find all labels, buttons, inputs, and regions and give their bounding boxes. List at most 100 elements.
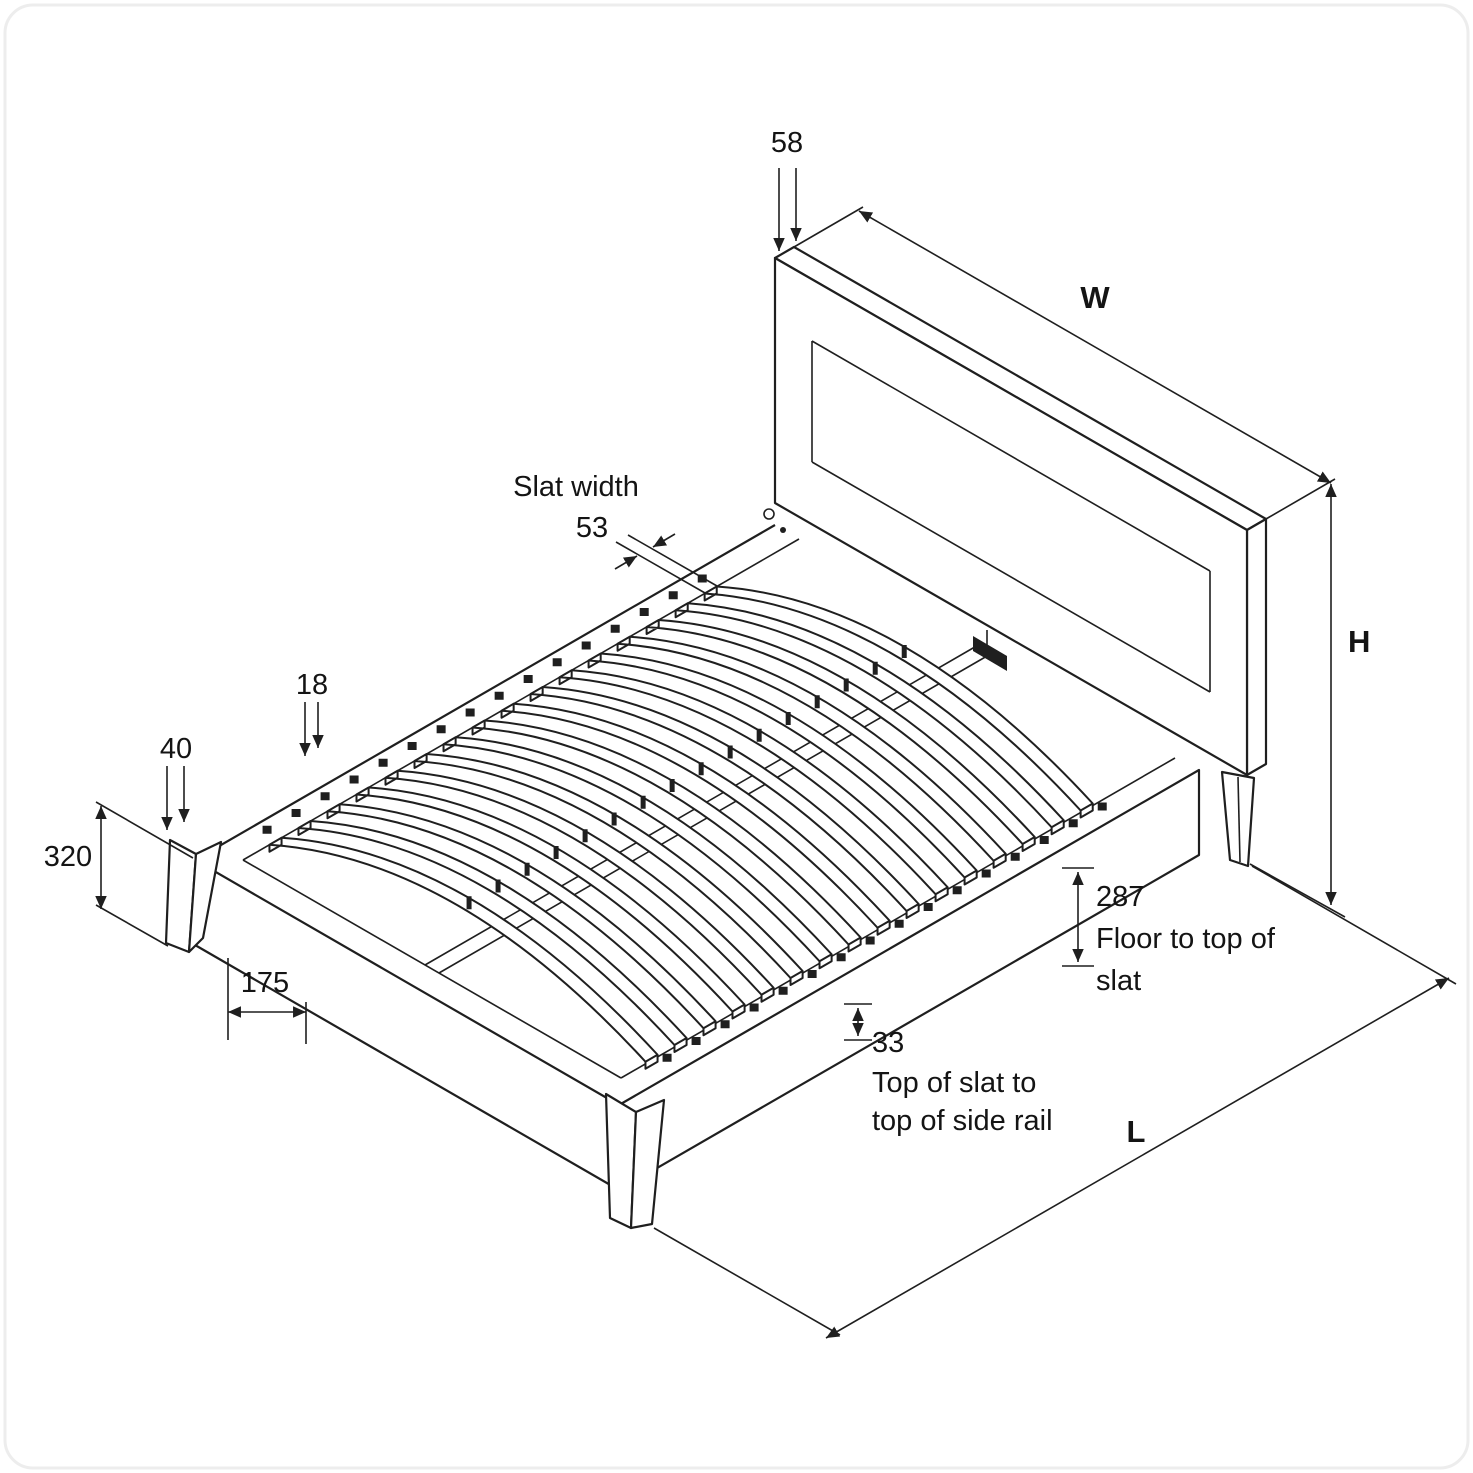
left-rail-outer-edge: [194, 524, 776, 861]
dim-18-value: 18: [296, 669, 328, 701]
slat-holder-right: [894, 919, 904, 928]
slat: [297, 820, 688, 1053]
head-right-leg: [1220, 770, 1256, 868]
slat: [674, 602, 1065, 836]
foot-left-leg: [164, 838, 223, 954]
dim-length: L: [653, 865, 1457, 1339]
slat: [529, 686, 920, 919]
leg-face: [1220, 770, 1256, 868]
slat: [500, 702, 891, 936]
slat-holder-right: [981, 869, 991, 878]
bolt-hole: [763, 508, 775, 520]
slat-centre-clip: [611, 812, 617, 826]
slat-centre-clip: [814, 695, 820, 709]
slat: [268, 836, 659, 1070]
slat: [645, 619, 1036, 852]
slat-holder-left: [465, 708, 475, 717]
slat-centre-clip: [524, 862, 530, 876]
dim-L-label: L: [1127, 1114, 1146, 1149]
leg-face: [629, 1098, 666, 1230]
slat-holder-right: [1039, 836, 1049, 844]
slat: [355, 786, 746, 1020]
slat-holder-right: [1068, 819, 1078, 828]
floor-to-slat-note-2: slat: [1096, 965, 1141, 997]
slat-holder-right: [952, 886, 962, 895]
dim-headboard-thickness: 58: [771, 127, 803, 251]
foot-rail-face: [193, 858, 621, 1192]
slat-holder-left: [697, 574, 707, 583]
slat-clips: [262, 574, 1107, 1062]
slat: [471, 719, 862, 953]
slat-holder-right: [691, 1037, 701, 1045]
slat: [413, 753, 804, 986]
dim-53-value: 53: [576, 512, 608, 544]
slat-width-caption: Slat width: [513, 471, 639, 503]
dim-floor-to-rail: 320: [44, 801, 194, 947]
foot-rail-inner-edge: [242, 859, 622, 1079]
dim-40-value: 40: [160, 733, 192, 765]
dim-W-label: W: [1080, 280, 1110, 315]
dim-width: W: [793, 206, 1336, 520]
dim-height: H: [1249, 484, 1370, 918]
slat-centre-clip: [756, 728, 762, 742]
slat: [703, 585, 1094, 819]
center-rail-bracket: [973, 636, 1007, 671]
slat-holder-right: [1097, 802, 1107, 811]
slat-holder-right: [662, 1053, 672, 1062]
slat: [587, 652, 978, 886]
slat-holder-left: [668, 591, 678, 600]
slat-holder-right: [778, 986, 788, 995]
slat-centre-clip: [727, 745, 733, 759]
slats: [268, 585, 1094, 1070]
slat-holder-right: [923, 903, 933, 911]
dim-floor-to-slat: 287 Floor to top of slat: [1062, 867, 1276, 997]
slat-holder-left: [407, 742, 417, 750]
slat-holder-left: [523, 675, 533, 683]
slat-holder-right: [749, 1003, 759, 1012]
dimensions: 58 W H L Slat width 53 18: [44, 127, 1457, 1339]
slat-centre-clip: [872, 661, 878, 675]
slat-centre-clip: [466, 896, 472, 910]
dim-175-value: 175: [241, 967, 289, 999]
slat-to-rail-note-2: top of side rail: [872, 1105, 1053, 1137]
dim-33-value: 33: [872, 1027, 904, 1059]
slat-holder-right: [836, 953, 846, 962]
headboard: [763, 245, 1268, 777]
slat-holder-left: [291, 809, 301, 817]
dim-slat-to-rail: 33 Top of slat to top of side rail: [844, 1003, 1053, 1137]
slat: [384, 769, 775, 1003]
slat-centre-clip: [901, 645, 907, 658]
slat-centre-clip: [553, 846, 559, 859]
image-border: [3, 3, 1470, 1470]
slat-holder-right: [1010, 852, 1020, 861]
dim-slat-width: Slat width 53: [513, 471, 718, 594]
dim-rail-edge: 40: [160, 733, 192, 830]
slat-holder-left: [262, 825, 272, 834]
bolt-hole: [780, 527, 786, 533]
slat-holder-left: [320, 792, 330, 801]
slat: [326, 803, 717, 1037]
slat-centre-clip: [582, 829, 588, 843]
dim-leg-inset: 175: [227, 958, 307, 1044]
leg-face: [187, 840, 223, 954]
dim-58-value: 58: [771, 127, 803, 159]
slat-holder-left: [349, 775, 359, 784]
slat-holder-left: [552, 658, 562, 667]
slat-centre-clip: [669, 779, 675, 792]
slat-to-rail-note-1: Top of slat to: [872, 1067, 1036, 1099]
dim-287-value: 287: [1096, 881, 1144, 913]
slat-centre-clip: [785, 712, 791, 725]
slat: [616, 635, 1007, 869]
headboard-end-face: [1245, 517, 1268, 777]
slat-holder-left: [639, 608, 649, 616]
slat-centre-clip: [843, 678, 849, 692]
slat-holder-left: [378, 758, 388, 767]
leg-ridge: [1237, 776, 1241, 863]
headboard-front-face: [773, 256, 1249, 777]
slat-holder-left: [610, 624, 620, 633]
slat-holder-left: [436, 725, 446, 734]
foot-right-leg: [604, 1092, 666, 1230]
slat-centre-clip: [495, 879, 501, 893]
